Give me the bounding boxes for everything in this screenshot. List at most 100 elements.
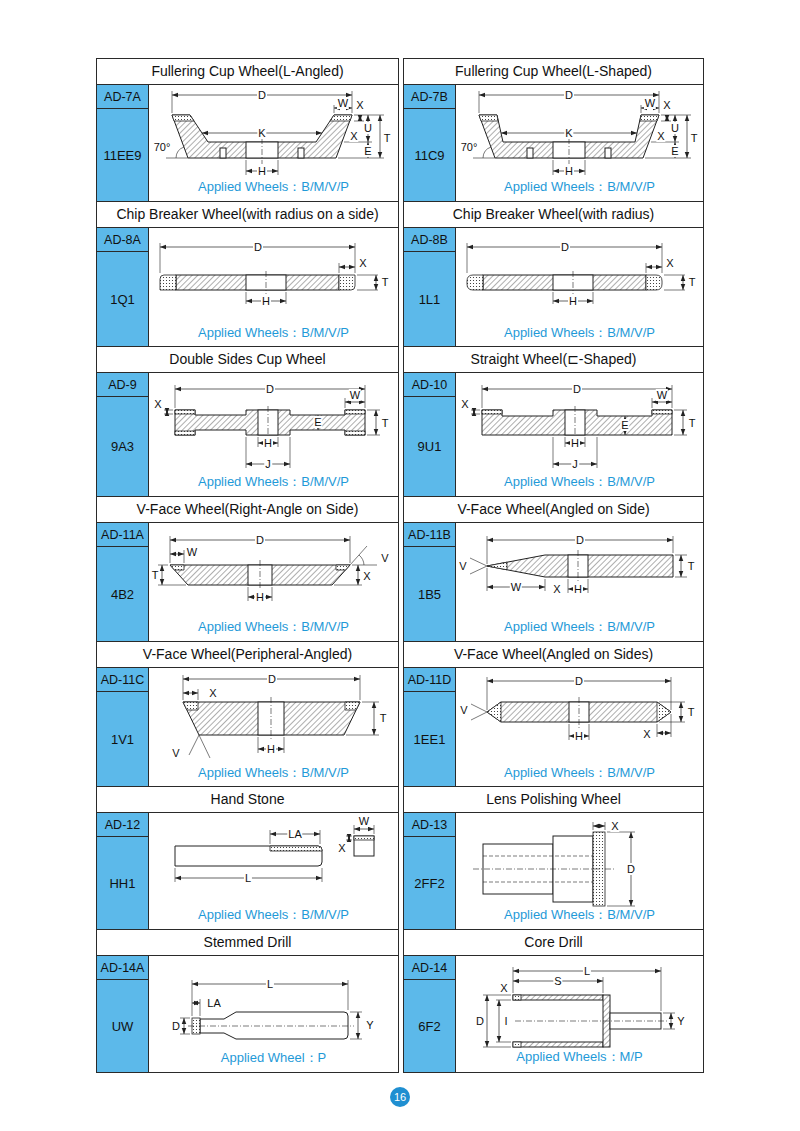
dimension-label: W xyxy=(337,97,349,109)
title-bar: Chip Breaker Wheel(with radius on a side… xyxy=(97,202,398,228)
dimension-label: X xyxy=(208,687,217,699)
dimension-label: D xyxy=(265,383,275,395)
product-code: AD-12 xyxy=(105,818,140,832)
disc-wheel-drawing-part xyxy=(483,275,646,290)
hand-stone-drawing-part xyxy=(354,836,374,856)
applied-wheels-line: Applied Wheels：M/P xyxy=(456,1049,703,1065)
shape-code-box: 2FF2 xyxy=(404,837,456,929)
dimension-label: L xyxy=(244,872,252,884)
title-bar: Stemmed Drill xyxy=(97,930,398,956)
applied-wheels: Applied Wheels：B/M/V/P xyxy=(504,619,655,634)
dimension-label: H xyxy=(257,165,267,177)
cell-title: Double Sides Cup Wheel xyxy=(169,351,325,367)
cup-wheel-drawing-part xyxy=(687,115,688,158)
title-bar: Hand Stone xyxy=(97,787,398,813)
catalog-cell: Chip Breaker Wheel(with radius on a side… xyxy=(96,201,399,347)
shape-code: 2FF2 xyxy=(414,876,444,891)
dimension-label: W xyxy=(510,581,522,593)
dimension-label: X xyxy=(552,583,561,595)
product-code: AD-13 xyxy=(412,818,447,832)
code-box: AD-11A xyxy=(97,523,149,547)
v-face-wheel-drawing-part xyxy=(681,702,682,722)
dimension-label: Y xyxy=(676,1015,685,1027)
dimension-label: LA xyxy=(287,828,302,840)
applied-wheels-line: Applied Wheels：B/M/V/P xyxy=(149,179,398,195)
dimension-label: 70° xyxy=(153,141,172,153)
dimension-label: X xyxy=(349,130,358,142)
double-cup-drawing-part xyxy=(175,410,195,414)
straight-wheel-drawing-part xyxy=(652,402,672,403)
catalog-cell: Lens Polishing WheelApplied Wheels：B/M/V… xyxy=(403,786,704,930)
code-box: AD-11D xyxy=(404,668,456,692)
applied-wheels-line: Applied Wheels：B/M/V/P xyxy=(149,325,398,341)
dimension-label: H xyxy=(574,730,584,742)
double-cup-drawing xyxy=(164,385,380,468)
catalog-cell: Hand StoneApplied Wheels：B/M/V/P AD-12HH1 xyxy=(96,786,399,930)
disc-wheel-drawing-part xyxy=(176,275,339,290)
shape-code: 1EE1 xyxy=(414,732,446,747)
dimension-label: D xyxy=(475,1015,485,1027)
dimension-label: E xyxy=(363,145,372,157)
applied-wheels-line: Applied Wheels：B/M/V/P xyxy=(149,765,398,781)
product-code: AD-11D xyxy=(408,673,452,687)
title-bar: V-Face Wheel(Angled on Sides) xyxy=(404,642,703,668)
v-face-wheel-drawing-part xyxy=(183,702,360,735)
title-bar: Chip Breaker Wheel(with radius) xyxy=(404,202,703,228)
applied-wheels: Applied Wheels：B/M/V/P xyxy=(198,907,349,922)
v-face-wheel-drawing-part xyxy=(158,536,377,601)
dimension-label: I xyxy=(503,1015,508,1027)
title-bar: V-Face Wheel(Right-Angle on Side) xyxy=(97,497,398,523)
lens-wheel-drawing-part xyxy=(473,869,615,870)
dimension-label: T xyxy=(687,560,696,572)
dimension-label: H xyxy=(568,295,578,307)
v-face-wheel-drawing-part xyxy=(183,675,379,758)
v-face-wheel-drawing-part xyxy=(487,702,501,722)
title-bar: Double Sides Cup Wheel xyxy=(97,347,398,373)
shape-code-box: 1EE1 xyxy=(404,692,456,786)
straight-wheel-drawing-part xyxy=(575,406,576,436)
catalog-cell: Core DrillApplied Wheels：M/PAD-146F2 xyxy=(403,929,704,1073)
hand-stone-drawing xyxy=(175,825,374,882)
applied-wheels-line: Applied Wheels：B/M/V/P xyxy=(149,474,398,490)
core-drill-drawing-part xyxy=(499,1000,500,1042)
v-face-wheel-drawing-part xyxy=(579,697,580,728)
applied-wheels-line: Applied Wheels：B/M/V/P xyxy=(456,179,703,195)
double-cup-drawing-part xyxy=(345,431,365,435)
double-cup-drawing-part xyxy=(345,410,365,414)
shape-code: 9U1 xyxy=(418,439,442,454)
lens-wheel-drawing-part xyxy=(593,822,635,906)
cell-title: V-Face Wheel(Angled on Sides) xyxy=(454,646,653,662)
applied-wheels: Applied Wheels：B/M/V/P xyxy=(198,325,349,340)
core-drill-drawing-part xyxy=(513,1042,521,1047)
dimension-label: D xyxy=(257,89,267,101)
disc-wheel-drawing-part xyxy=(376,275,377,290)
dimension-label: X xyxy=(665,257,674,269)
dimension-label: H xyxy=(255,591,265,603)
code-box: AD-7B xyxy=(404,85,456,109)
cup-wheel-drawing-part xyxy=(605,148,611,158)
applied-wheels-line: Applied Wheels：B/M/V/P xyxy=(456,765,703,781)
lens-wheel-drawing xyxy=(473,822,635,906)
shape-code: 1L1 xyxy=(419,292,441,307)
applied-wheels: Applied Wheels：B/M/V/P xyxy=(504,179,655,194)
core-drill-drawing-part xyxy=(513,995,521,1000)
dimension-label: K xyxy=(564,127,573,139)
shape-code: HH1 xyxy=(109,876,135,891)
cell-title: Fullering Cup Wheel(L-Shaped) xyxy=(455,63,652,79)
shape-code-box: 9A3 xyxy=(97,397,149,496)
catalog-cell: Stemmed DrillApplied Wheel：PAD-14AUW xyxy=(96,929,399,1073)
product-code: AD-8A xyxy=(104,233,141,247)
stemmed-drill-drawing-part xyxy=(200,1012,348,1039)
code-box: AD-11B xyxy=(404,523,456,547)
applied-wheels: Applied Wheels：M/P xyxy=(516,1049,642,1064)
v-face-wheel-drawing-part xyxy=(271,697,272,741)
double-cup-drawing-part xyxy=(268,406,269,436)
cup-wheel-drawing-part xyxy=(569,138,570,164)
catalog-cell: Straight Wheel(⊏-Shaped)Applied Wheels：B… xyxy=(403,346,704,497)
disc-wheel-drawing-part xyxy=(646,275,662,290)
dimension-label: W xyxy=(656,389,668,401)
hand-stone-drawing-part xyxy=(175,846,322,866)
cup-wheel-drawing xyxy=(166,91,384,175)
v-face-wheel-drawing-part xyxy=(345,702,360,710)
page-number: 16 xyxy=(394,1091,406,1103)
